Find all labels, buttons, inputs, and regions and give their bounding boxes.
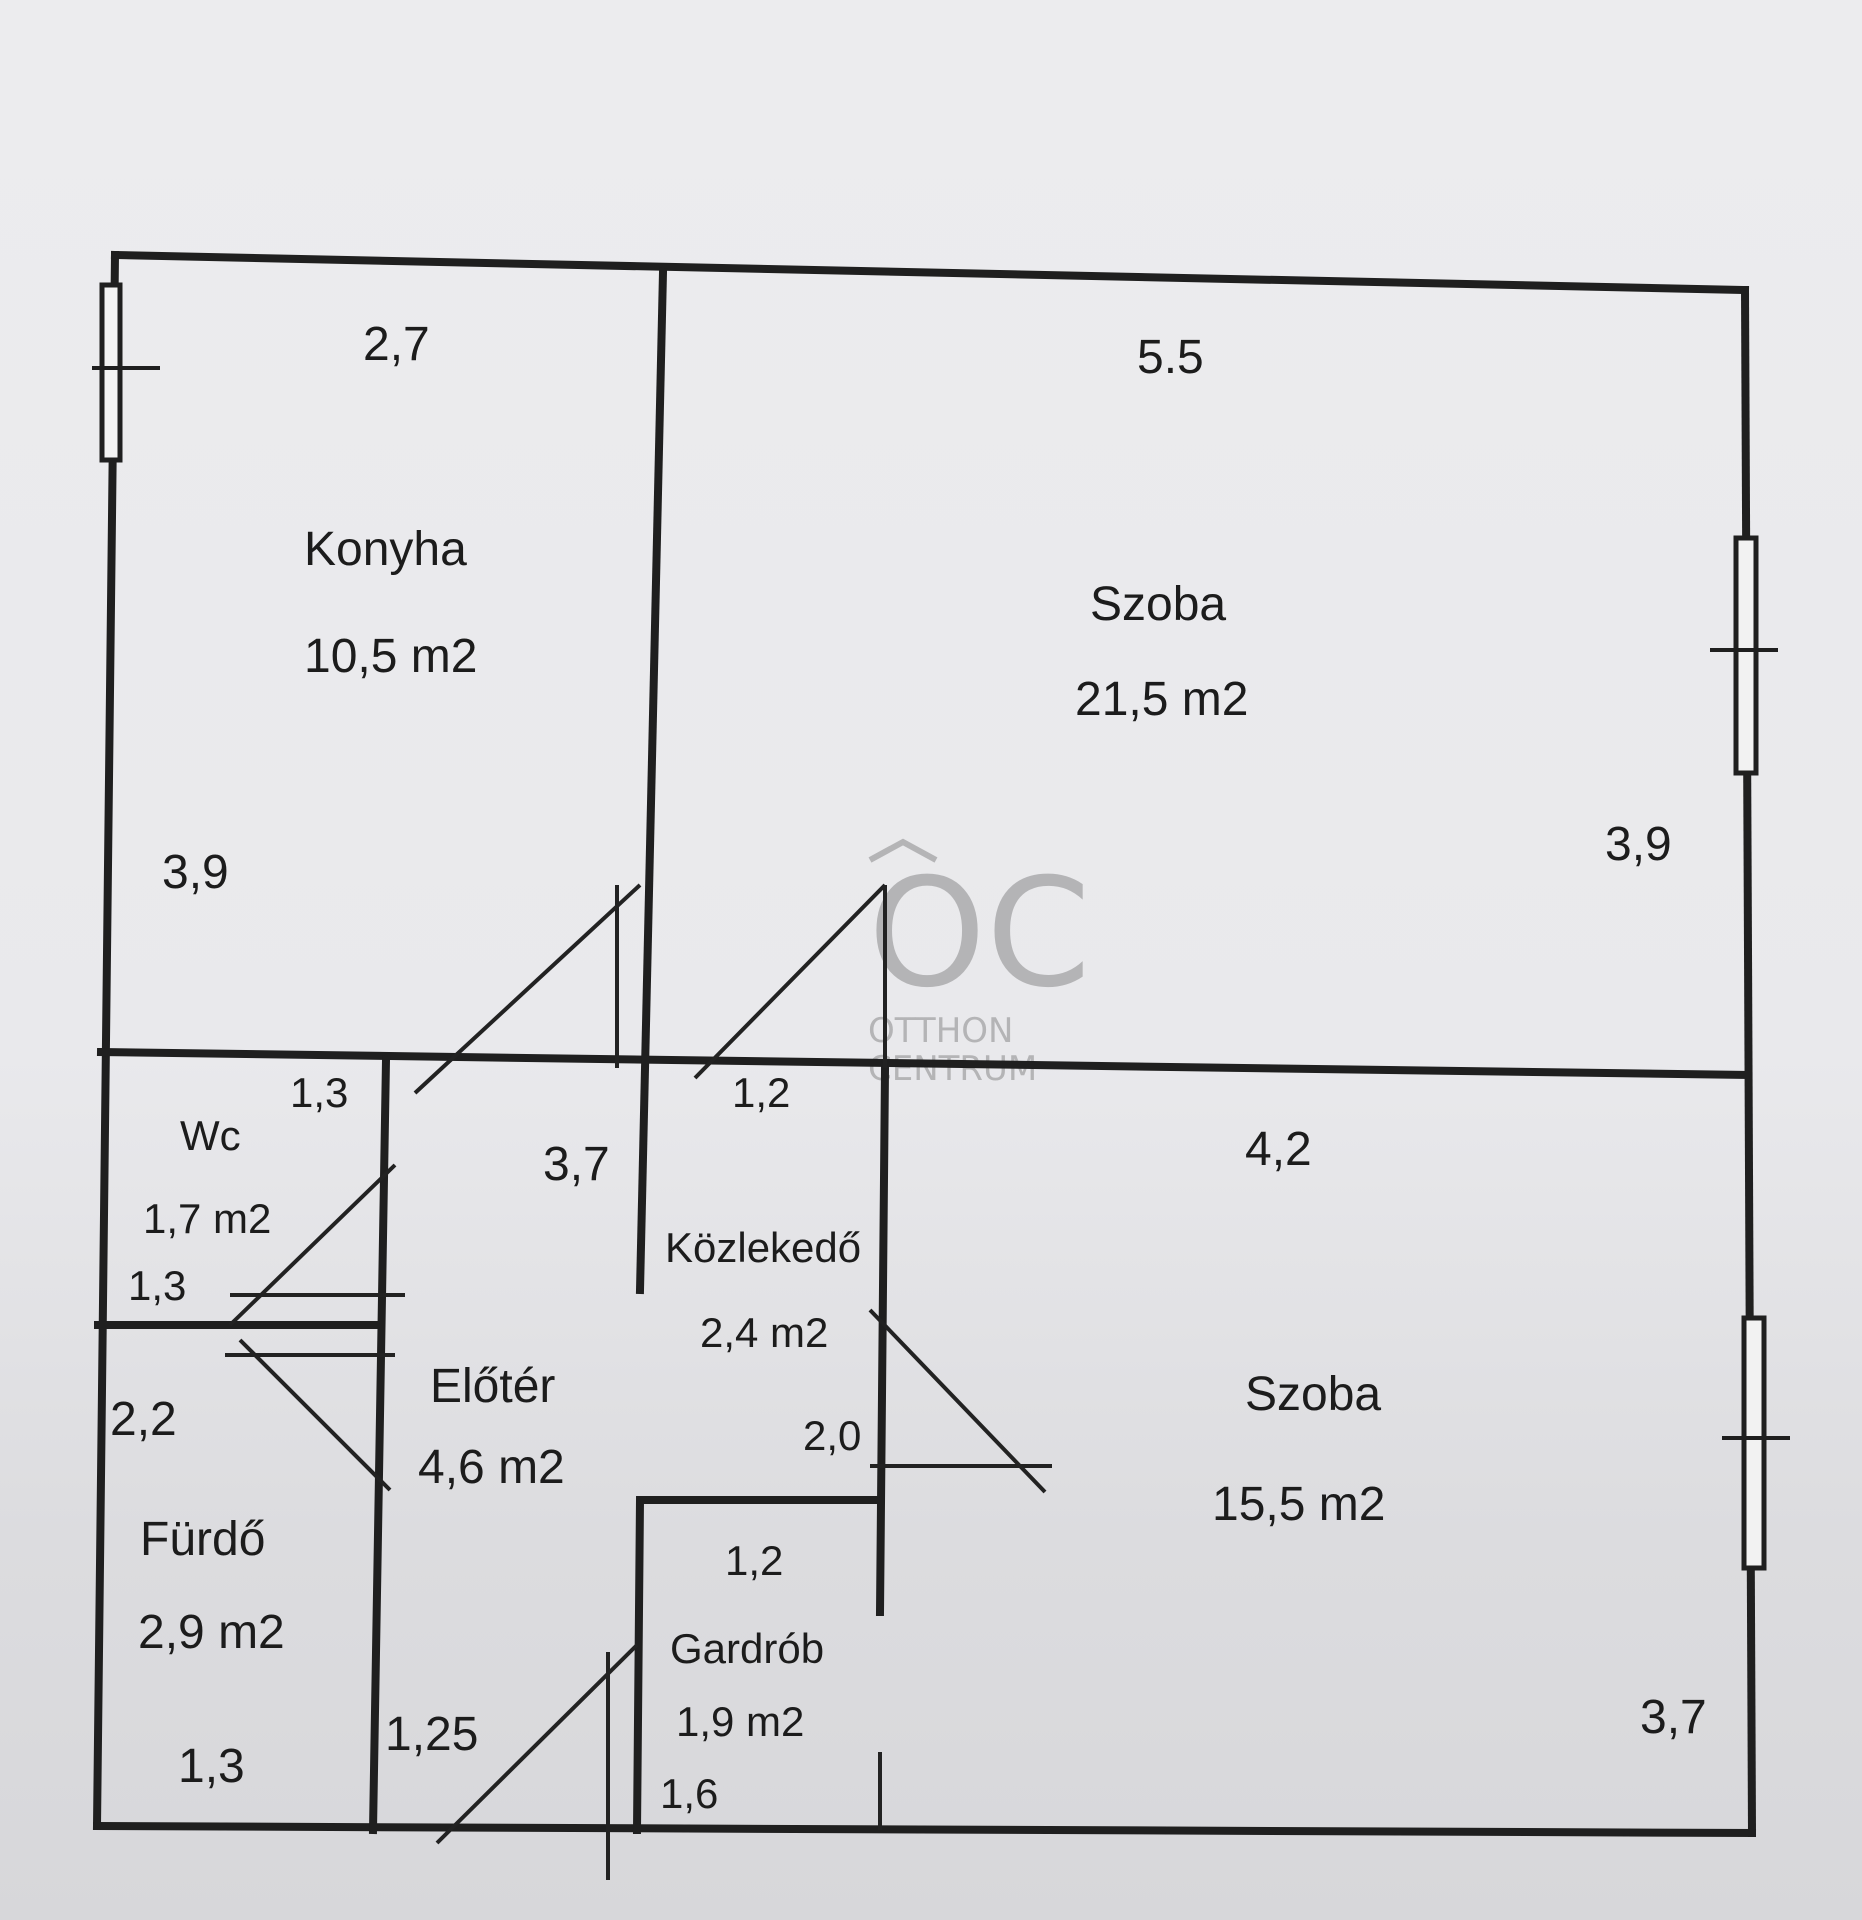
kitchen-width: 2,7	[363, 318, 430, 371]
wall-left	[92, 250, 120, 1831]
bath-area: 2,9 m2	[138, 1606, 285, 1659]
corridor-name: Közlekedő	[665, 1224, 861, 1271]
watermark-line2: CENTRUM	[868, 1049, 1037, 1089]
corridor-area: 2,4 m2	[700, 1309, 828, 1356]
window-kitchen	[99, 282, 123, 463]
wc-width: 1,3	[290, 1069, 348, 1116]
bath-depth: 2,2	[110, 1393, 177, 1446]
wall-wc-hall	[368, 1055, 391, 1835]
hall-area: 4,6 m2	[418, 1441, 565, 1494]
wardrobe-width: 1,2	[725, 1537, 783, 1584]
watermark-monogram: OC	[868, 847, 1091, 1021]
watermark-line1: OTTHON	[868, 1011, 1013, 1051]
wall-kitchen-room	[635, 267, 668, 1295]
wardrobe-area: 1,9 m2	[676, 1698, 804, 1745]
hall-name: Előtér	[430, 1360, 555, 1413]
doors	[225, 883, 1052, 1880]
door-bath-swing	[238, 1338, 392, 1492]
wall-corridor-room	[875, 1065, 890, 1617]
wall-middle-horizontal	[96, 1047, 1751, 1080]
wall-wardrobe	[632, 1496, 884, 1835]
large-room-area: 21,5 m2	[1075, 673, 1248, 726]
wall-top	[110, 250, 1750, 295]
corridor-depth: 2,0	[803, 1412, 861, 1459]
bath-name: Fürdő	[140, 1513, 265, 1566]
door-smallroom-swing	[868, 1308, 1047, 1494]
large-room-width: 5.5	[1137, 331, 1204, 384]
wc-name: Wc	[180, 1112, 241, 1159]
door-kitchen-swing	[413, 883, 642, 1095]
large-room-depth: 3,9	[1605, 818, 1672, 871]
kitchen-name: Konyha	[304, 523, 467, 576]
large-room-name: Szoba	[1090, 578, 1226, 631]
door-wc-swing	[228, 1163, 397, 1327]
watermark-logo: OC OTTHON CENTRUM	[868, 838, 1091, 1089]
wc-depth: 1,3	[128, 1262, 186, 1309]
kitchen-area: 10,5 m2	[304, 630, 477, 683]
small-room-width: 4,2	[1245, 1123, 1312, 1176]
watermark-roof-icon	[868, 838, 938, 863]
small-room-name: Szoba	[1245, 1368, 1381, 1421]
kitchen-depth: 3,9	[162, 846, 229, 899]
window-large-room	[1733, 535, 1759, 776]
wardrobe-depth: 1,6	[660, 1770, 718, 1817]
door-room-swing	[693, 883, 887, 1080]
corridor-width: 1,2	[732, 1069, 790, 1116]
windows	[92, 282, 1790, 1571]
small-room-depth: 3,7	[1640, 1691, 1707, 1744]
wall-bottom	[92, 1821, 1757, 1838]
bath-width: 1,3	[178, 1740, 245, 1793]
small-room-area: 15,5 m2	[1212, 1478, 1385, 1531]
wc-area: 1,7 m2	[143, 1195, 271, 1242]
wall-right	[1740, 285, 1757, 1838]
wardrobe-name: Gardrób	[670, 1625, 824, 1672]
hall-width: 1,25	[385, 1708, 478, 1761]
door-entrance-swing	[435, 1643, 639, 1845]
window-small-room	[1741, 1315, 1767, 1571]
hall-depth: 3,7	[543, 1138, 610, 1191]
